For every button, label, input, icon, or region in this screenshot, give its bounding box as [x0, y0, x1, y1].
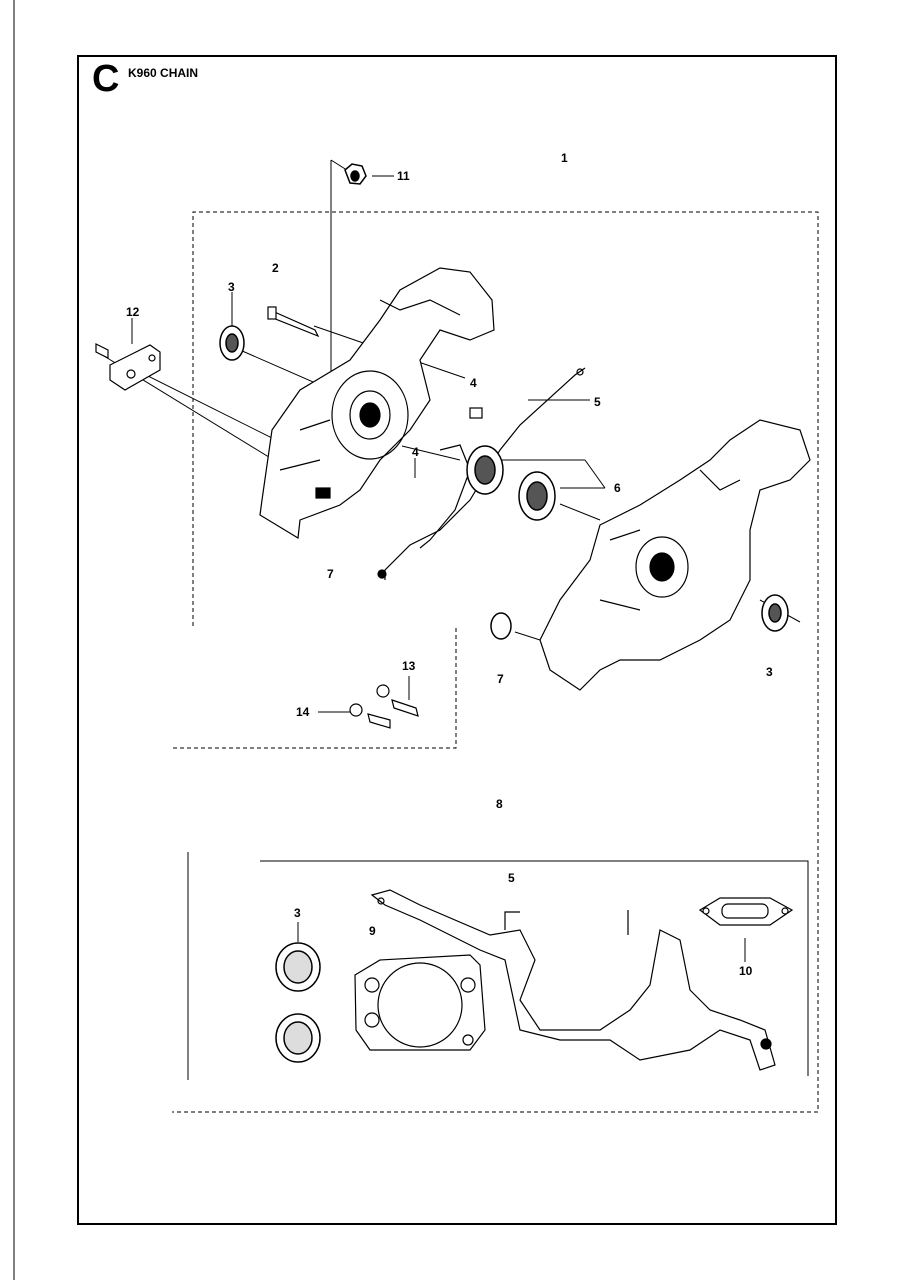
dowel-pin [469, 407, 483, 419]
bolt-kit-outline [172, 628, 457, 749]
long-bolt [267, 306, 320, 338]
callout-14: 14 [296, 705, 310, 719]
callout-2: 2 [272, 261, 279, 275]
oil-seals [219, 325, 789, 632]
callout-3c: 3 [294, 906, 301, 920]
mount-bracket [95, 343, 161, 391]
section-title: K960 CHAIN [128, 66, 199, 80]
callout-3b: 3 [766, 665, 773, 679]
callout-13: 13 [402, 659, 416, 673]
crankcase-group-outline [172, 211, 819, 1113]
callout-5a: 5 [594, 395, 601, 409]
crankcase-half-left [259, 267, 495, 539]
crankcase-half-right [539, 419, 811, 691]
callout-12: 12 [126, 305, 140, 319]
callout-7a: 7 [327, 567, 334, 581]
callout-7b: 7 [497, 672, 504, 686]
callout-9: 9 [369, 924, 376, 938]
callout-11: 11 [397, 169, 410, 183]
plug-part [490, 612, 512, 640]
leader-lines [103, 159, 801, 962]
callout-6: 6 [614, 481, 621, 495]
gasket-kit-outline [260, 860, 809, 1076]
exhaust-gasket [698, 897, 794, 926]
callout-3a: 3 [228, 280, 235, 294]
cylinder-gasket [354, 954, 486, 1051]
nut-part [344, 163, 367, 185]
callout-5b: 5 [508, 871, 515, 885]
callout-1: 1 [561, 151, 568, 165]
kit-oil-seal-1 [275, 942, 321, 992]
section-letter: C [92, 58, 120, 100]
kit-oil-seal-2 [275, 1013, 321, 1063]
crankcase-gasket [377, 367, 586, 580]
screw-set [349, 684, 419, 729]
callout-4a: 4 [470, 376, 477, 390]
callout-4b: 4 [412, 445, 419, 459]
callout-10: 10 [739, 964, 753, 978]
crankcase-gasket-kit [370, 889, 776, 1071]
bearing-pair [466, 445, 556, 521]
callout-8: 8 [496, 797, 503, 811]
outer-frame [77, 55, 837, 1225]
